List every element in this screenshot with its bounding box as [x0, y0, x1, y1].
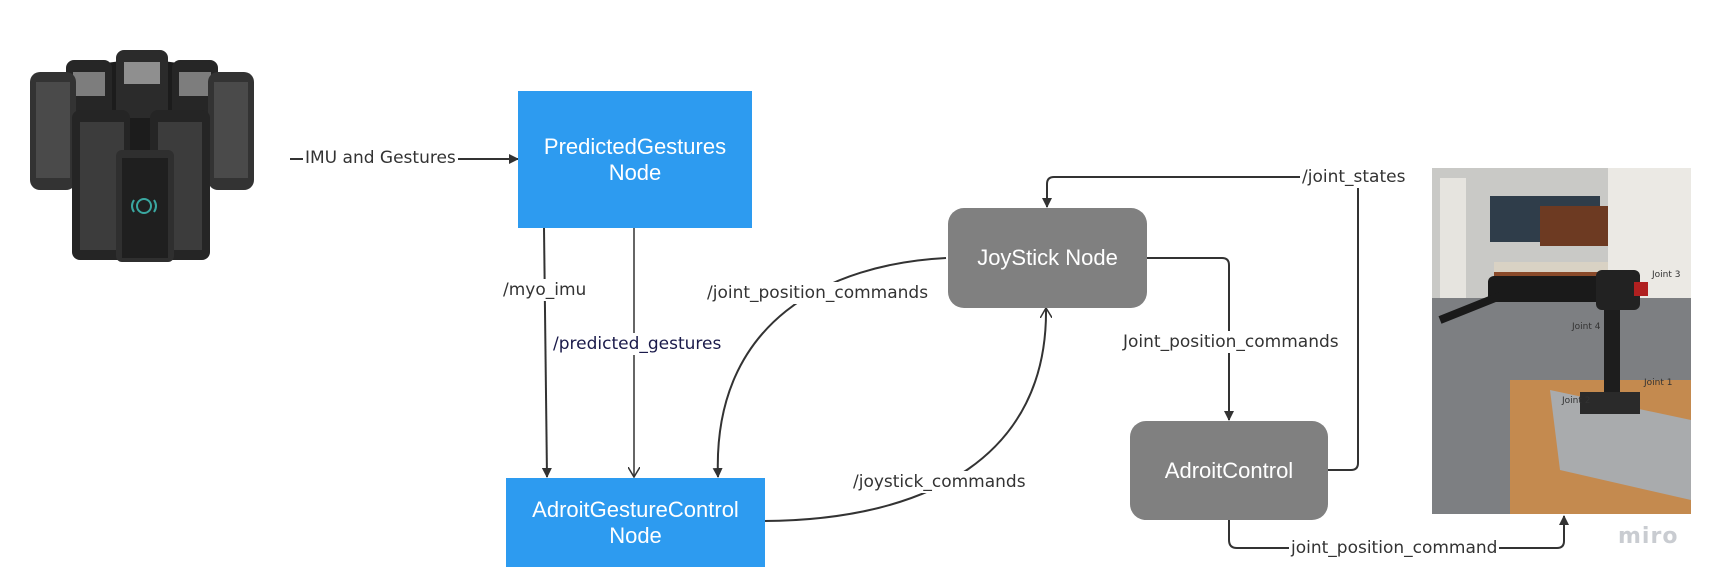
adroit-control-node[interactable]: AdroitControl — [1130, 421, 1328, 520]
edge-label-predicted-gestures: /predicted_gestures — [551, 333, 724, 355]
edge-label-joint-position-commands-left: /joint_position_commands — [705, 282, 931, 304]
predicted-gestures-node-label: PredictedGestures Node — [543, 133, 727, 185]
adroit-control-node-label: AdroitControl — [1164, 457, 1294, 483]
photo-annotation-joint-4: Joint 4 — [1572, 322, 1601, 332]
edge-label-imu-and-gestures: IMU and Gestures — [303, 147, 458, 169]
predicted-gestures-node[interactable]: PredictedGestures Node — [518, 91, 752, 228]
edge-joint-position-commands-left — [712, 257, 947, 478]
photo-annotation-joint-1: Joint 1 — [1644, 378, 1673, 388]
edge-label-joystick-commands: /joystick_commands — [851, 471, 1028, 493]
miro-watermark: miro — [1618, 524, 1679, 549]
edge-joystick-commands — [763, 308, 1046, 522]
adroit-gesture-control-node-label: AdroitGestureControl Node — [532, 496, 739, 548]
edge-myo-imu — [541, 227, 552, 478]
myo-armband-image — [30, 50, 254, 262]
edge-joint-position-commands-right — [1146, 257, 1234, 421]
edge-label-myo-imu: /myo_imu — [501, 279, 589, 301]
adroit-gesture-control-node[interactable]: AdroitGestureControl Node — [506, 478, 765, 567]
photo-annotation-joint-3: Joint 3 — [1652, 270, 1681, 280]
photo-annotation-joint-2: Joint 2 — [1562, 396, 1591, 406]
edge-label-joint-states: /joint_states — [1300, 166, 1408, 188]
robot-arm-photo — [1432, 168, 1691, 514]
joystick-node-label: JoyStick Node — [977, 245, 1118, 270]
joystick-node[interactable]: JoyStick Node — [948, 208, 1147, 308]
edge-label-joint-position-command: joint_position_command — [1289, 537, 1500, 559]
edge-label-joint-position-commands-right: Joint_position_commands — [1121, 331, 1341, 353]
